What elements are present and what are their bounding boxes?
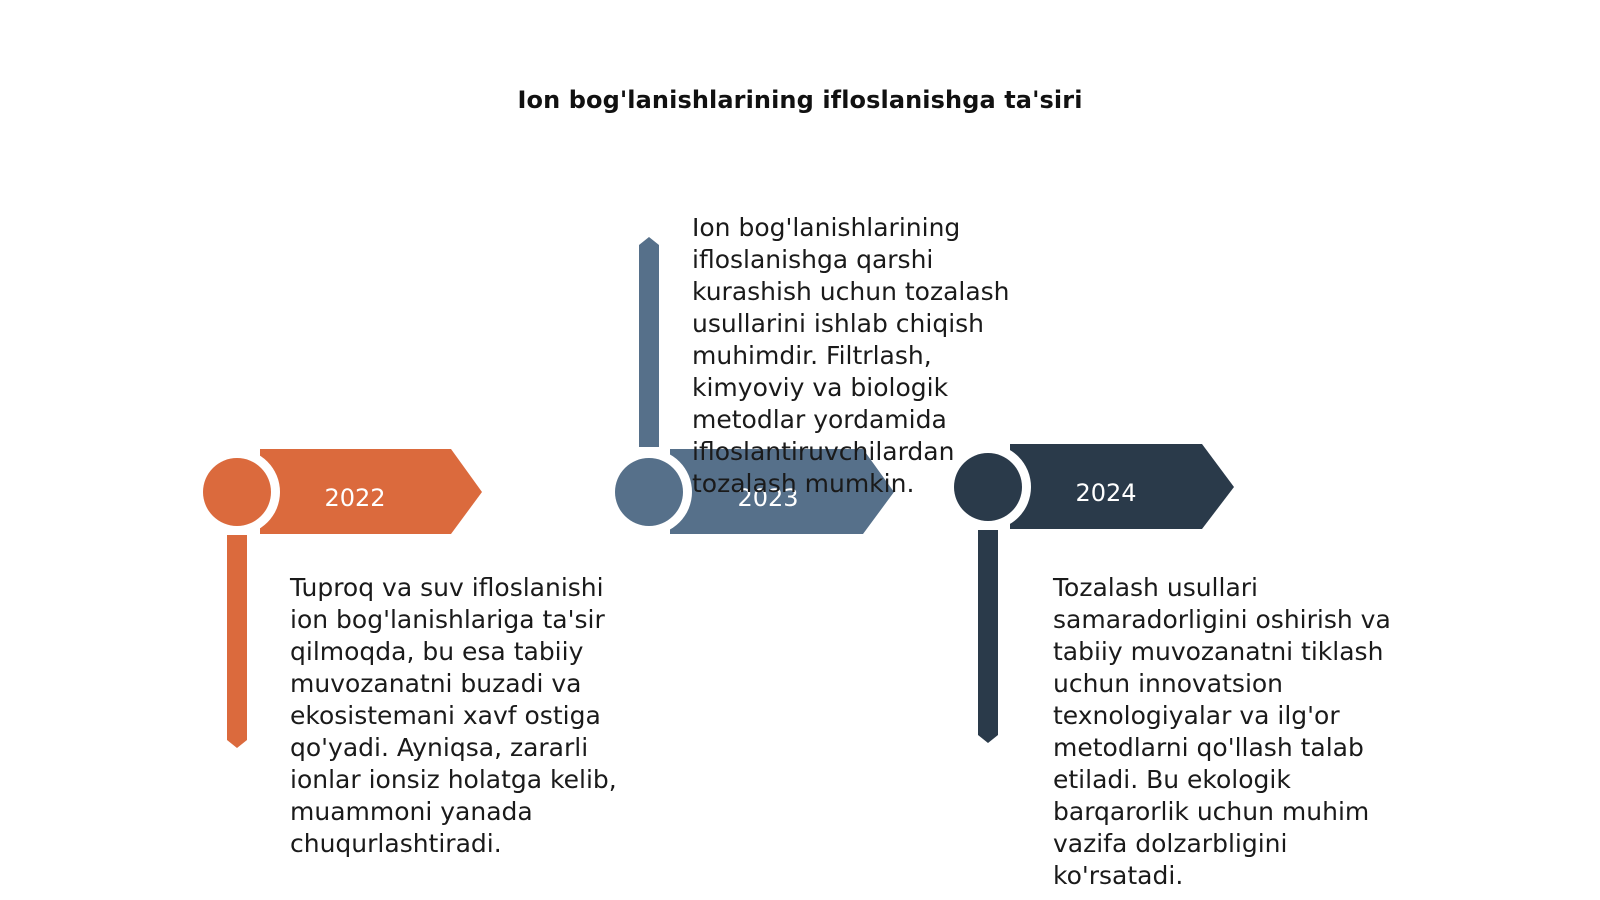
- milestone-2024-stem: [978, 530, 998, 743]
- milestone-2022-description: Tuproq va suv ifloslanishi ion bog'lanis…: [290, 573, 617, 858]
- milestone-2022-stem: [227, 535, 247, 748]
- milestone-2023-year: 2023: [737, 484, 798, 512]
- milestone-2022-year: 2022: [324, 484, 385, 512]
- milestone-2024-year: 2024: [1075, 479, 1136, 507]
- milestone-2024: 2024: [945, 444, 1234, 743]
- milestone-2023-description: Ion bog'lanishlarining ifloslanishga qar…: [692, 213, 1010, 498]
- milestone-2024-dot: [954, 453, 1022, 521]
- milestone-2022: 2022: [194, 449, 482, 748]
- milestone-2023-banner: [670, 449, 894, 534]
- milestone-2024-description: Tozalash usullari samaradorligini oshiri…: [1053, 573, 1391, 890]
- milestone-2023: 2023: [606, 237, 894, 535]
- milestone-2022-dot: [203, 458, 271, 526]
- milestone-2023-dot: [615, 458, 683, 526]
- milestone-2024-banner: [1010, 444, 1234, 529]
- page-title: Ion bog'lanishlarining ifloslanishga ta'…: [517, 86, 1083, 114]
- milestone-2022-banner: [260, 449, 482, 534]
- milestone-2023-stem: [639, 237, 659, 447]
